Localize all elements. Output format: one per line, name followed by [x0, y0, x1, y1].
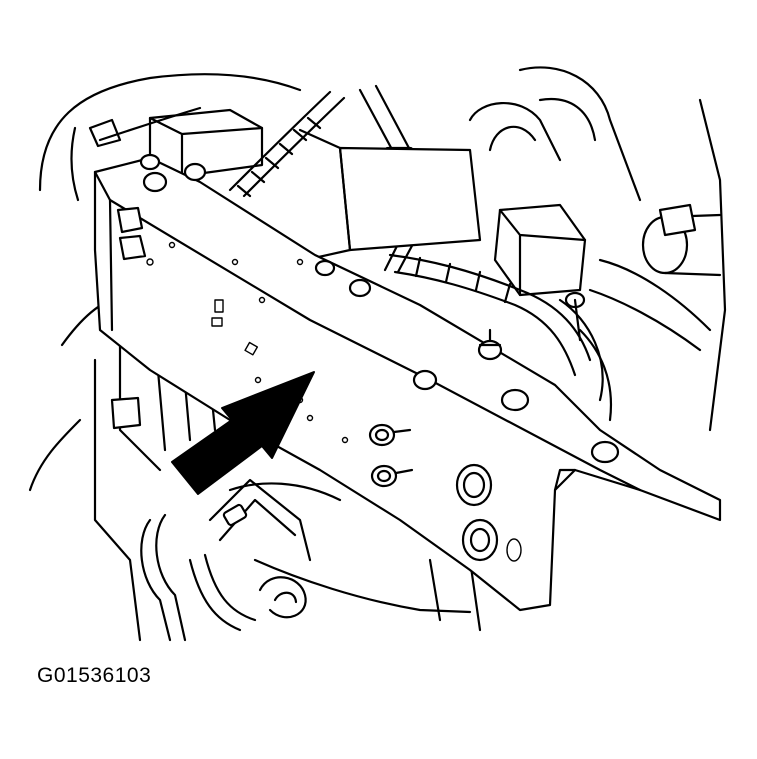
figure-id-label: G01536103 — [37, 664, 152, 687]
background-components — [28, 66, 727, 642]
direction-arrow-icon — [171, 371, 315, 495]
radiator-support-bar — [93, 153, 722, 612]
